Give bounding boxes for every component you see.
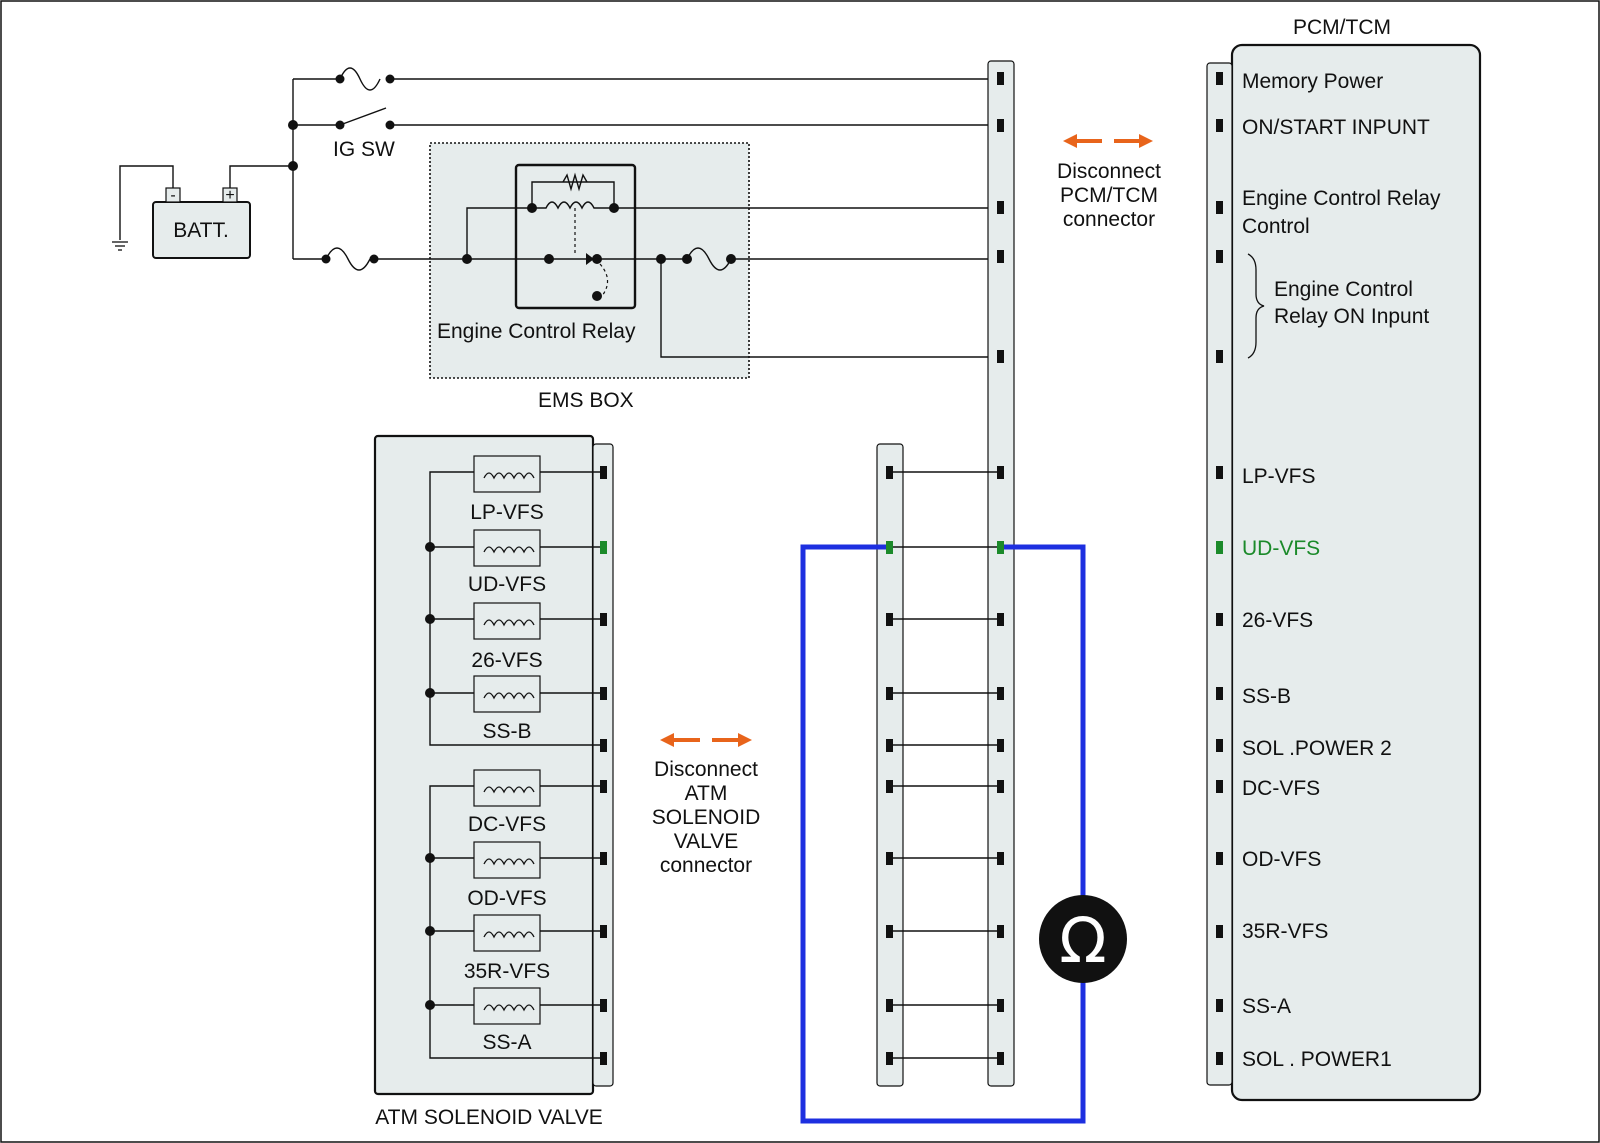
pin-on-start-input: ON/START INPUNT	[1242, 116, 1430, 139]
solenoid-ss-a: SS-A	[425, 987, 607, 1054]
svg-text:PCM/TCM: PCM/TCM	[1060, 184, 1158, 207]
svg-text:LP-VFS: LP-VFS	[470, 501, 544, 524]
ohmmeter-leads	[800, 544, 1086, 1124]
pin-ss-a: SS-A	[1242, 995, 1291, 1018]
solenoid-dc-vfs: DC-VFS	[468, 769, 607, 836]
harness-rows	[886, 466, 1004, 1065]
pin-ss-b: SS-B	[1242, 685, 1291, 708]
pin-dc-vfs: DC-VFS	[1242, 777, 1320, 800]
pin-26-vfs: 26-VFS	[1242, 609, 1313, 632]
resistor-icon	[562, 172, 588, 192]
svg-text:SS-A: SS-A	[482, 1031, 531, 1054]
svg-text:SS-B: SS-B	[482, 720, 531, 743]
svg-text:OD-VFS: OD-VFS	[467, 887, 546, 910]
pin-sol-power-1: SOL . POWER1	[1242, 1048, 1392, 1071]
pin-memory-power: Memory Power	[1242, 70, 1383, 93]
svg-text:SOLENOID: SOLENOID	[652, 806, 761, 829]
svg-text:VALVE: VALVE	[674, 830, 739, 853]
solenoid-ud-vfs: UD-VFS	[425, 529, 607, 596]
disconnect-pcm-label: Disconnect PCM/TCM connector	[1057, 160, 1161, 231]
fuse-icon	[339, 67, 381, 91]
svg-text:UD-VFS: UD-VFS	[468, 573, 546, 596]
pin-ud-vfs: UD-VFS	[1242, 537, 1320, 560]
pcm-pins	[1216, 72, 1223, 1065]
disconnect-atm-label: Disconnect ATM SOLENOID VALVE connector	[652, 758, 761, 877]
pin-35r-vfs: 35R-VFS	[1242, 920, 1328, 943]
fuse-icon	[661, 247, 1001, 271]
relay-coil-icon	[532, 201, 614, 210]
svg-text:Disconnect: Disconnect	[1057, 160, 1161, 183]
battery-label: BATT.	[173, 219, 229, 242]
pin-od-vfs: OD-VFS	[1242, 848, 1321, 871]
svg-text:ATM: ATM	[685, 782, 728, 805]
ignition-switch-label: IG SW	[333, 138, 395, 161]
solenoid-26-vfs: 26-VFS	[425, 602, 607, 672]
solenoid-35r-vfs: 35R-VFS	[425, 914, 607, 983]
solenoid-lp-vfs: LP-VFS	[470, 455, 607, 524]
svg-text:Control: Control	[1242, 215, 1310, 238]
svg-text:connector: connector	[1063, 208, 1155, 231]
pin-ecr-on-input: Engine Control	[1274, 278, 1413, 301]
pcm-pin-labels: Memory Power ON/START INPUNT Engine Cont…	[1242, 70, 1441, 1071]
disconnect-pcm-arrows	[1063, 134, 1153, 148]
svg-text:Disconnect: Disconnect	[654, 758, 758, 781]
ignition-switch-icon	[339, 107, 387, 126]
ground-symbol	[112, 241, 128, 251]
harness-pins	[997, 72, 1004, 363]
pcm-title: PCM/TCM	[1293, 16, 1391, 39]
atm-harness-connector	[876, 443, 904, 1087]
svg-text:connector: connector	[660, 854, 752, 877]
pcm-connector	[1206, 62, 1233, 1086]
solenoid-ss-b: SS-B	[425, 675, 607, 743]
battery-positive-wire	[229, 165, 293, 188]
pcm-harness-connector	[987, 60, 1015, 1087]
fuse-icon	[325, 247, 371, 271]
relay-label: Engine Control Relay	[437, 320, 636, 343]
ohm-symbol: Ω	[1059, 904, 1106, 977]
svg-text:DC-VFS: DC-VFS	[468, 813, 546, 836]
atm-valve-connector	[592, 443, 614, 1087]
pin-lp-vfs: LP-VFS	[1242, 465, 1316, 488]
atm-solenoid-valve-label: ATM SOLENOID VALVE	[375, 1106, 603, 1129]
ems-box-label: EMS BOX	[538, 389, 634, 412]
battery: - + BATT.	[152, 187, 251, 259]
disconnect-atm-arrows	[660, 733, 752, 747]
brace-icon	[1247, 253, 1265, 359]
pin-sol-power-2: SOL .POWER 2	[1242, 737, 1392, 760]
svg-text:Relay ON Inpunt: Relay ON Inpunt	[1274, 305, 1429, 328]
ohmmeter-icon[interactable]	[1039, 895, 1127, 983]
relay-on-input-wire	[660, 259, 1001, 358]
battery-plus-sign: +	[225, 187, 234, 204]
svg-text:26-VFS: 26-VFS	[471, 649, 542, 672]
svg-text:35R-VFS: 35R-VFS	[464, 960, 550, 983]
ground-wire	[119, 165, 174, 240]
sol-power-2-pin	[600, 739, 607, 752]
solenoid-od-vfs: OD-VFS	[425, 841, 607, 910]
engine-control-relay	[514, 163, 637, 310]
sol-power-1-pin	[600, 1052, 607, 1065]
pin-ecr-control: Engine Control Relay	[1242, 187, 1441, 210]
battery-minus-sign: -	[170, 187, 175, 204]
